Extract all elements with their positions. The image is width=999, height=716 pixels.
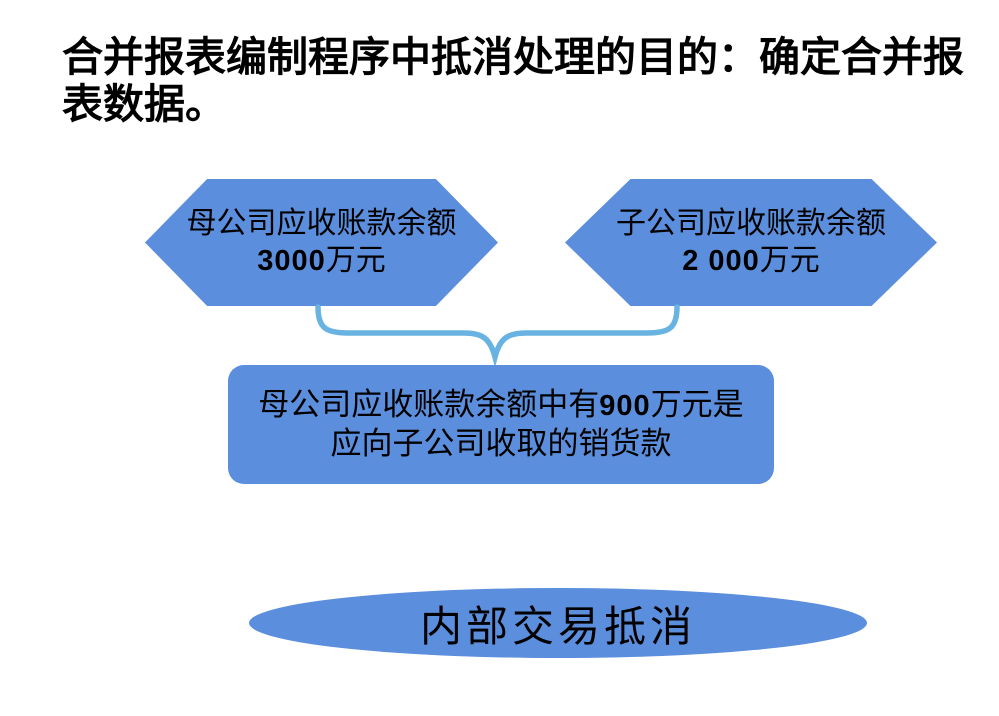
conclusion-ellipse: 内部交易抵消 bbox=[249, 588, 867, 658]
subsidiary-hexagon-label: 子公司应收账款余额 bbox=[616, 207, 886, 240]
subsidiary-receivable-hexagon: 子公司应收账款余额 2 000万元 bbox=[565, 179, 937, 306]
elimination-note-box: 母公司应收账款余额中有900万元是 应向子公司收取的销货款 bbox=[228, 365, 774, 484]
parent-hexagon-unit: 万元 bbox=[325, 244, 386, 277]
slide-title: 合并报表编制程序中抵消处理的目的：确定合并报表数据。 bbox=[62, 34, 964, 127]
note-box-line1: 母公司应收账款余额中有900万元是 bbox=[258, 386, 743, 425]
note-box-line1-amount: 900 bbox=[599, 390, 651, 422]
conclusion-ellipse-label: 内部交易抵消 bbox=[419, 604, 696, 651]
brace-connector-path bbox=[315, 304, 680, 366]
parent-hexagon-amount: 3000 bbox=[257, 245, 326, 277]
subsidiary-hexagon-amount: 2 000 bbox=[682, 245, 760, 277]
brace-connector bbox=[315, 304, 680, 366]
note-box-line1-suffix: 万元是 bbox=[650, 387, 744, 422]
parent-receivable-hexagon: 母公司应收账款余额 3000万元 bbox=[145, 179, 498, 306]
subsidiary-hexagon-unit: 万元 bbox=[759, 244, 820, 277]
parent-hexagon-label: 母公司应收账款余额 bbox=[186, 207, 457, 240]
parent-hexagon-amount-line: 3000万元 bbox=[257, 242, 386, 280]
subsidiary-hexagon-amount-line: 2 000万元 bbox=[682, 242, 820, 280]
note-box-line2: 应向子公司收取的销货款 bbox=[330, 426, 672, 461]
note-box-line1-prefix: 母公司应收账款余额中有 bbox=[258, 387, 600, 422]
